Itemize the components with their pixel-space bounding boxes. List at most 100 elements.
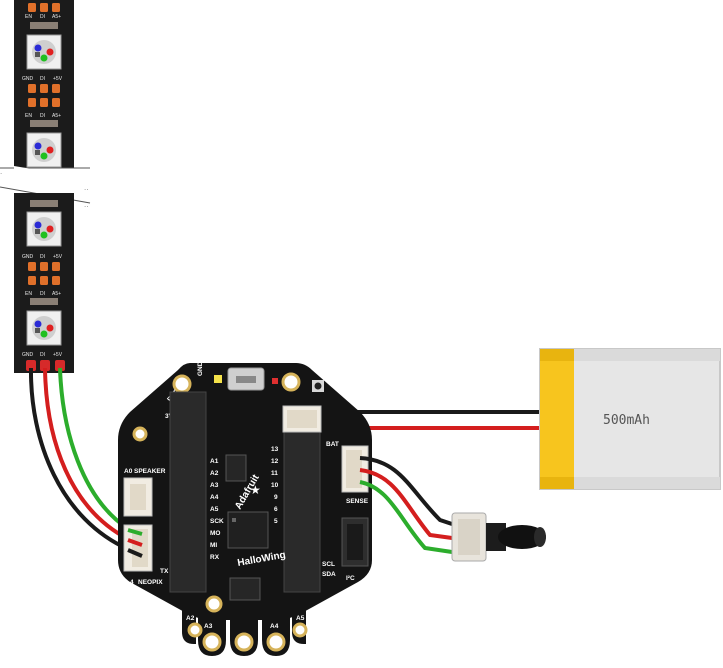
- speaker-pin-label: A0: [124, 468, 133, 475]
- strip-pad-label: +5V: [53, 254, 63, 260]
- pin-label-a3: A3: [210, 482, 219, 489]
- pin-label-5: 5: [274, 518, 278, 525]
- strip-pad-label: A5+: [52, 14, 61, 20]
- pin-label-10: 10: [271, 482, 279, 489]
- strip-pad-label: A5+: [52, 113, 61, 119]
- sense-label: SENSE: [346, 498, 369, 505]
- battery-capacity-label: 500mAh: [603, 413, 650, 428]
- potentiometer[interactable]: [451, 512, 546, 562]
- pin-label-13: 13: [271, 446, 279, 453]
- sense-wires: [359, 456, 453, 554]
- strip-pad-label: GND: [22, 254, 34, 260]
- i2c-sda-label: SDA: [322, 571, 336, 578]
- pin-label-mi: MI: [210, 542, 217, 549]
- pin-label-a5: A5: [210, 506, 219, 513]
- touch-pad[interactable]: [234, 632, 254, 652]
- strip-pad-label: DI: [40, 14, 45, 20]
- led-pixel: [26, 120, 62, 168]
- pin-label-mo: MO: [210, 530, 220, 537]
- pin-label-6: 6: [274, 506, 278, 513]
- small-chip: [229, 577, 261, 601]
- strip-break-dots: .: [0, 167, 2, 176]
- strip-break-dots: ..: [84, 200, 88, 209]
- wire-signal: [58, 367, 132, 532]
- speaker-connector[interactable]: [123, 477, 153, 517]
- strip-break-dots: ..: [84, 183, 88, 192]
- i2c-connector[interactable]: [341, 517, 369, 567]
- led-pixel: [26, 298, 62, 346]
- left-pin-labels: A1 A2 A3 A4 A5 SCK MO MI RX TX: [160, 458, 224, 575]
- touch-pad[interactable]: [202, 632, 222, 652]
- neopix-connector[interactable]: [123, 524, 153, 572]
- battery-tab-edge: [540, 477, 574, 489]
- mounting-hole: [205, 595, 223, 613]
- touch-pad-tabs: A2 A3 A4 A5: [182, 606, 308, 656]
- pin-label-11: 11: [271, 470, 278, 477]
- header-right: [283, 429, 321, 593]
- battery-top-edge: [540, 349, 720, 361]
- bat-connector[interactable]: [282, 405, 322, 433]
- battery: 500mAh: [352, 348, 721, 490]
- right-pin-labels: 13 12 11 10 9 6 5: [271, 446, 279, 525]
- pin-label-9: 9: [274, 494, 278, 501]
- mounting-hole: [172, 374, 192, 394]
- potentiometer-knob: [498, 525, 546, 549]
- microcontroller-chip: [227, 511, 269, 549]
- wire-power: [43, 367, 131, 542]
- potentiometer-shaft: [486, 523, 506, 551]
- strip-pad-group: EN DI A5+: [25, 3, 61, 20]
- battery-tab-edge: [540, 349, 574, 361]
- top-pin-label: 3V: [165, 413, 174, 420]
- touch-pad-label: A3: [204, 623, 213, 630]
- strip-pad-group: GND DI +5V EN DI A5+: [22, 254, 63, 297]
- small-chip: [225, 454, 247, 482]
- strip-pad-label: A5+: [52, 291, 61, 297]
- pin-label-rx: RX: [210, 554, 220, 561]
- strip-pad-label: EN: [25, 291, 32, 297]
- strip-pad-label: GND: [22, 352, 34, 358]
- touch-pad[interactable]: [266, 632, 286, 652]
- touch-pad[interactable]: [187, 622, 203, 638]
- touch-pad-label: A4: [270, 623, 279, 630]
- neopix-wire-ends: [127, 528, 143, 558]
- status-led: [272, 378, 278, 384]
- led-strip: . .. .. EN DI A5+ GND DI +5V: [0, 0, 91, 373]
- touch-pad-label: A5: [296, 615, 305, 622]
- strip-pad-label: EN: [25, 14, 32, 20]
- strip-pad-label: EN: [25, 113, 32, 119]
- wire-signal: [359, 480, 453, 554]
- strip-pad-label: GND: [22, 76, 34, 82]
- pin-label-a4: A4: [210, 494, 219, 501]
- bat-label: BAT: [326, 441, 339, 448]
- battery-tab: [540, 349, 574, 489]
- strip-pad-label: DI: [40, 113, 45, 119]
- pin-label-12: 12: [271, 458, 279, 465]
- strip-pad-label: DI: [40, 352, 45, 358]
- mounting-hole: [281, 372, 301, 392]
- pin-label-tx: TX: [160, 568, 169, 575]
- status-led: [214, 375, 222, 383]
- strip-end-pads: GND DI +5V: [22, 352, 65, 371]
- touch-pad[interactable]: [292, 622, 308, 638]
- pin-label-a1: A1: [210, 458, 219, 465]
- pin-label-a2: A2: [210, 470, 219, 477]
- strip-pad-label: DI: [40, 254, 45, 260]
- speaker-label: SPEAKER: [134, 468, 166, 475]
- strip-pad-label: +5V: [53, 352, 63, 358]
- strip-pad-group: GND DI +5V EN DI A5+: [22, 76, 63, 119]
- hallowing-board: A2 A3 A4 A5 RST GND 3V A1 A2: [118, 361, 372, 656]
- neopix-pin-label: 4: [130, 579, 134, 586]
- top-pin-label: GND: [197, 361, 204, 376]
- led-pixel: [26, 22, 62, 70]
- mounting-hole: [132, 426, 148, 442]
- strip-pad-label: DI: [40, 76, 45, 82]
- wire-power: [359, 468, 453, 540]
- led-pixel: [26, 200, 62, 247]
- pin-label-sck: SCK: [210, 518, 224, 525]
- star-logo-icon: ★: [250, 483, 261, 497]
- battery-bottom-edge: [540, 477, 720, 489]
- i2c-scl-label: SCL: [322, 561, 335, 568]
- header-left: [169, 391, 207, 593]
